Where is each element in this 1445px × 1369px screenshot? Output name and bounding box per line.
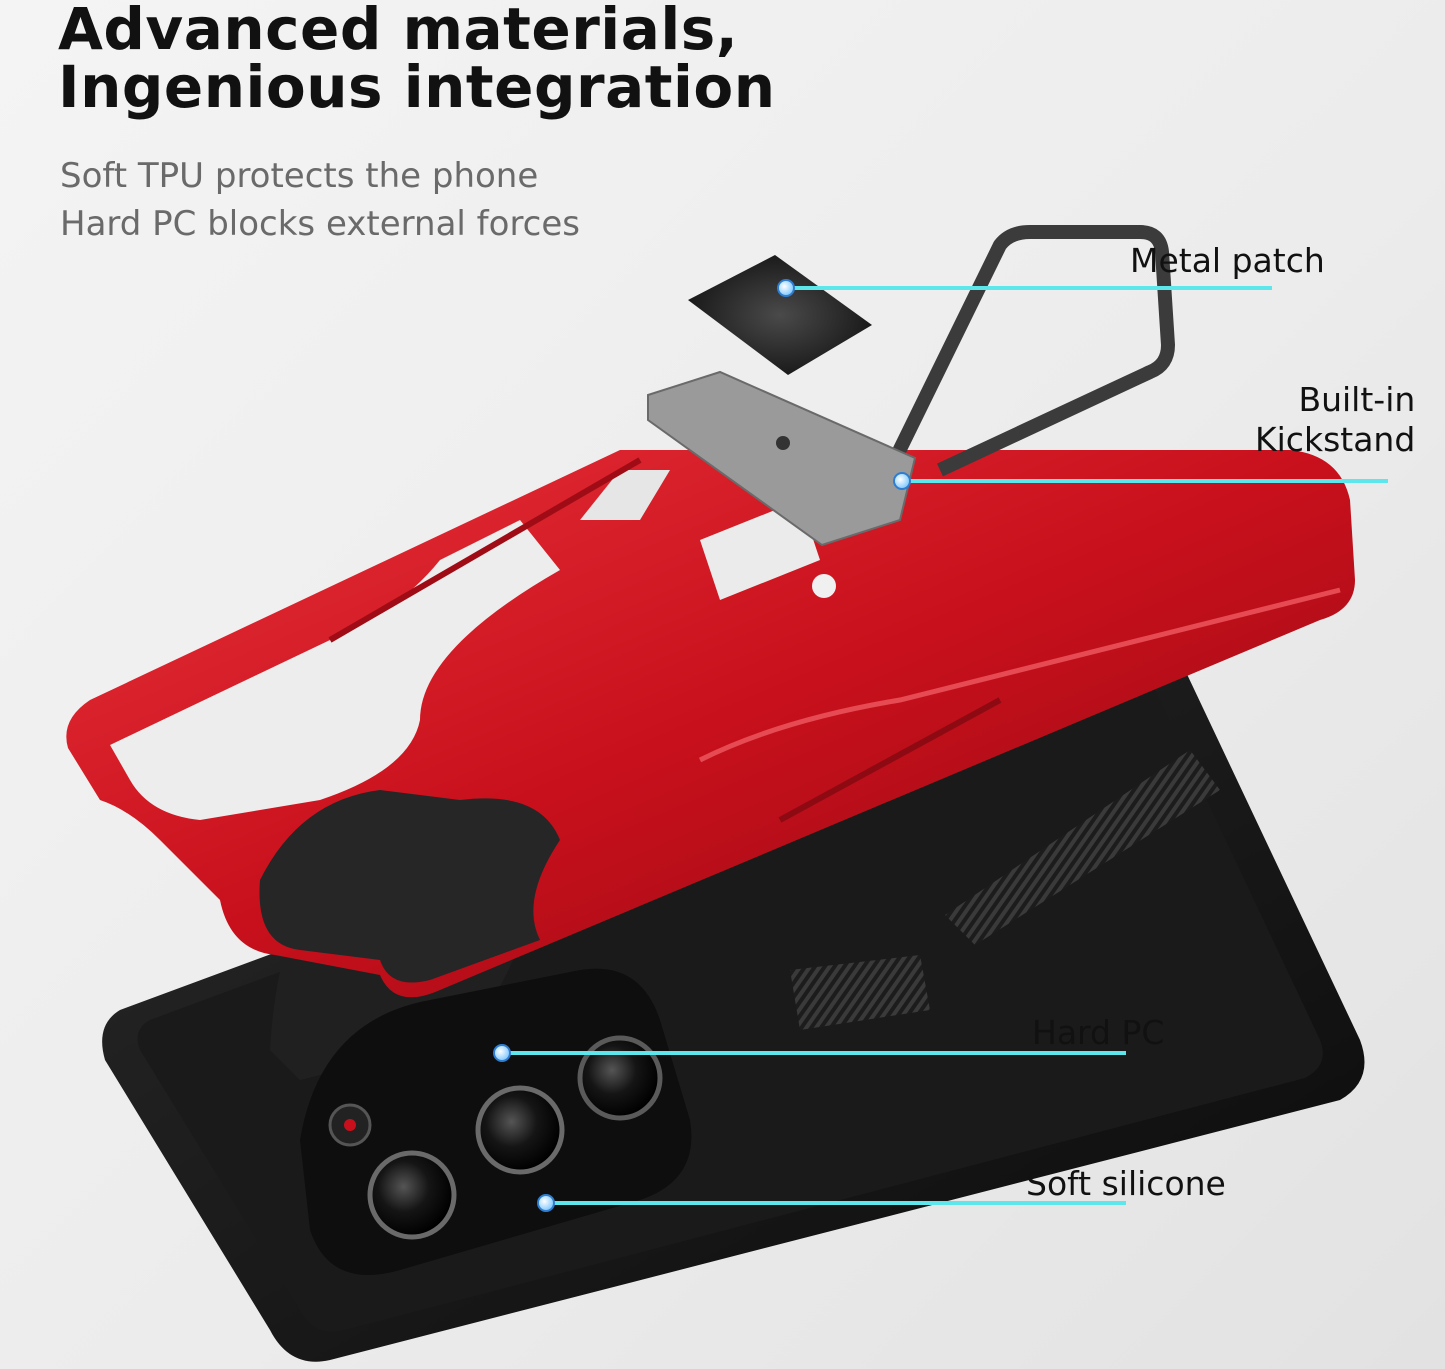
- callout-metal-patch: Metal patch: [1130, 241, 1325, 280]
- callout-dots: [493, 279, 911, 1212]
- metal-patch: [688, 255, 872, 375]
- subtitle-line-1: Soft TPU protects the phone: [60, 156, 539, 196]
- kickstand: [647, 225, 1175, 547]
- callout-built-in-kickstand: Built-in Kickstand: [1255, 380, 1415, 460]
- headline: Advanced materials, Ingenious integratio…: [58, 0, 776, 116]
- headline-line-2: Ingenious integration: [58, 53, 776, 121]
- callout-hard-pc: Hard PC: [1032, 1013, 1165, 1052]
- subtitle-line-2: Hard PC blocks external forces: [60, 204, 580, 244]
- headline-line-1: Advanced materials,: [58, 0, 739, 63]
- callout-kickstand-line-2: Kickstand: [1255, 420, 1416, 459]
- hard-pc-frame: [66, 450, 1355, 998]
- callout-lines: [502, 286, 1388, 1205]
- callout-kickstand-line-1: Built-in: [1298, 380, 1416, 419]
- subtitle: Soft TPU protects the phone Hard PC bloc…: [60, 152, 580, 248]
- soft-silicone-case: [102, 638, 1365, 1362]
- callout-soft-silicone: Soft silicone: [1026, 1164, 1226, 1203]
